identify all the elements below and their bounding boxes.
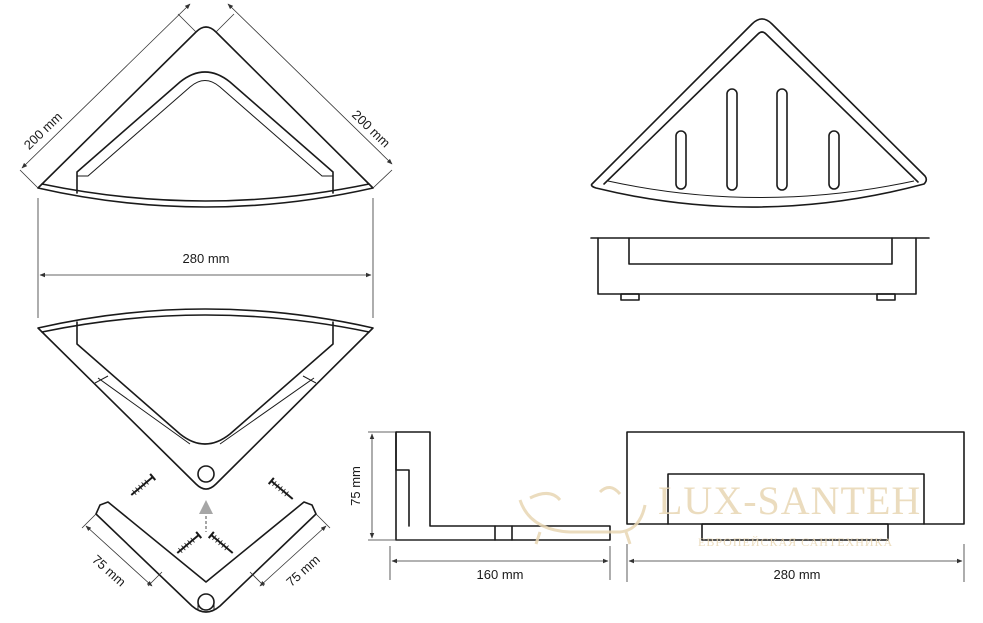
dim-label-280-bottom: 280 mm bbox=[774, 567, 821, 582]
shelf-front-elevation bbox=[590, 237, 930, 301]
watermark-brand: LUX-SANTEH bbox=[658, 478, 921, 523]
dimension-75-left: 75 mm bbox=[81, 513, 163, 590]
dimension-280-bottom: 280 mm bbox=[626, 544, 965, 582]
dim-label-200-left: 200 mm bbox=[21, 109, 65, 152]
dim-label-75-right: 75 mm bbox=[283, 552, 323, 590]
shelf-top-view-upper bbox=[37, 26, 374, 208]
dim-label-75-left: 75 mm bbox=[89, 552, 129, 590]
dimension-75-right: 75 mm bbox=[249, 513, 331, 590]
dimension-200-left: 200 mm bbox=[19, 3, 197, 189]
dimension-75-height: 75 mm bbox=[348, 431, 470, 541]
dimension-160: 160 mm bbox=[389, 546, 611, 582]
mount-bracket bbox=[95, 501, 317, 613]
watermark: LUX-SANTEH ЕВРОПЕЙСКАЯ САНТЕХНИКА bbox=[518, 478, 921, 549]
insert-direction-arrow bbox=[199, 500, 213, 532]
dim-label-160: 160 mm bbox=[477, 567, 524, 582]
screw-icon bbox=[130, 473, 294, 554]
dim-label-75-height: 75 mm bbox=[348, 466, 363, 506]
watermark-logo-icon bbox=[518, 486, 647, 545]
dimension-280-top: 280 mm bbox=[37, 198, 374, 318]
dim-label-280-top: 280 mm bbox=[183, 251, 230, 266]
watermark-tagline: ЕВРОПЕЙСКАЯ САНТЕХНИКА bbox=[698, 535, 893, 549]
shelf-side-profile bbox=[395, 431, 611, 541]
shelf-slotted-top-view bbox=[590, 18, 928, 208]
shelf-top-view-lower bbox=[37, 308, 374, 490]
shelf-rear-elevation bbox=[626, 431, 965, 541]
